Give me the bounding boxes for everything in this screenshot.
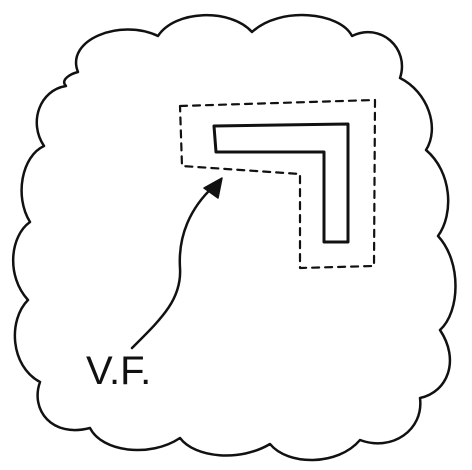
pointer-arrow-line <box>132 186 214 348</box>
vf-label: V.F. <box>86 349 151 393</box>
cloud-outline <box>13 15 455 460</box>
l-shape-outline <box>214 124 348 242</box>
